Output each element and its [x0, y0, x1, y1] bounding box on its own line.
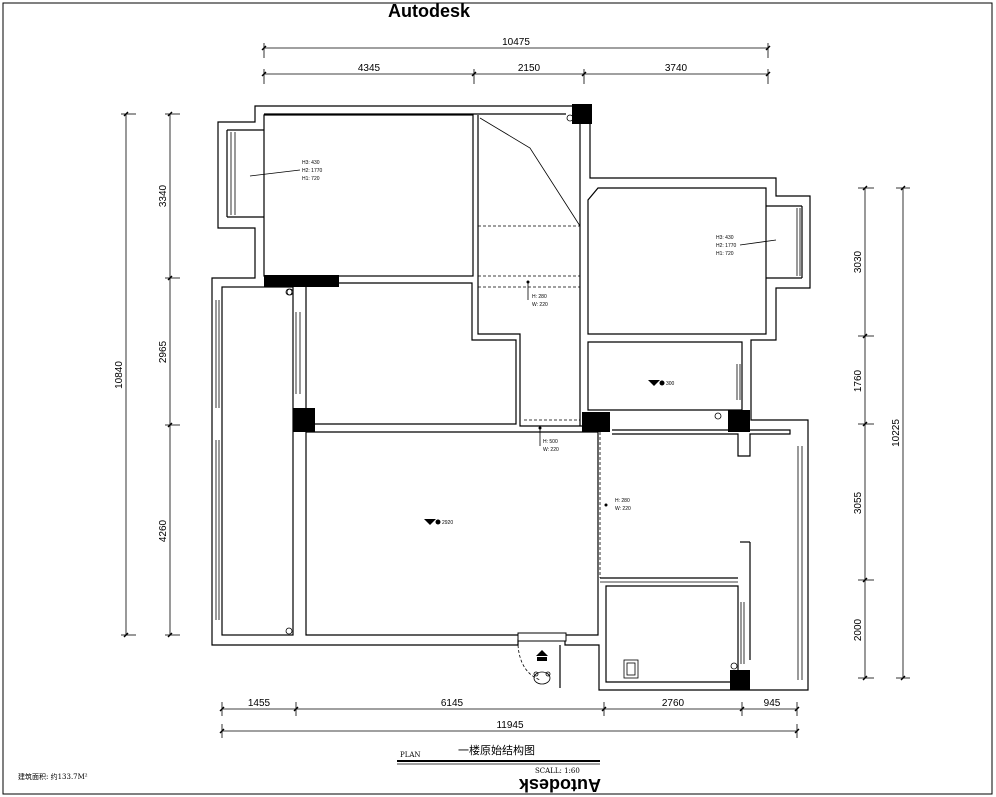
room-right [587, 187, 803, 335]
dim-bottom-seg-1: 1455 [248, 698, 271, 709]
dim-right-total: 10225 [891, 419, 902, 447]
structural-columns [264, 104, 750, 690]
right-dimension-lines [858, 185, 910, 681]
title-scale: SCALL: 1:60 [535, 767, 580, 775]
window-label-tl-h3: H3: 430 [302, 160, 320, 166]
dim-top-seg-1: 4345 [358, 63, 381, 74]
entrance-door [517, 632, 567, 688]
area-note: 建筑面积: 约133.7M² [18, 772, 88, 781]
title-plan-label: PLAN [400, 751, 421, 759]
top-dimension-lines [261, 43, 771, 84]
dim-right-seg-4: 2000 [853, 618, 864, 641]
kitchen [587, 341, 743, 420]
dim-left-total: 10840 [114, 361, 125, 389]
dim-left-seg-3: 4260 [158, 519, 169, 542]
dim-right-seg-1: 3030 [853, 250, 864, 273]
room-top-left [226, 114, 474, 277]
dim-top-seg-3: 3740 [665, 63, 688, 74]
bathroom [605, 541, 751, 683]
stair-area [477, 115, 592, 427]
dim-left-seg-1: 3340 [158, 184, 169, 207]
dim-bottom-seg-4: 945 [764, 698, 781, 709]
dim-bottom-total: 11945 [496, 720, 524, 731]
opening-hall-h: H: 280 [532, 294, 547, 300]
window-label-tl-h2: H2: 1770 [302, 168, 323, 174]
left-dimension-lines [121, 111, 180, 638]
dining-area [600, 429, 803, 680]
level-living-text: 2920 [442, 520, 453, 526]
level-mark-kitchen: 300 [648, 380, 675, 387]
outer-walls [211, 105, 811, 691]
window-label-r-h1: H1: 720 [716, 251, 734, 257]
opening-dining-w: W: 220 [615, 506, 631, 512]
level-kitchen-text: 300 [666, 381, 675, 387]
opening-living-w: W: 220 [543, 447, 559, 453]
window-label-r-h2: H2: 1770 [716, 243, 737, 249]
dim-bottom-seg-2: 6145 [441, 698, 464, 709]
level-mark-living: 2920 [424, 519, 453, 526]
opening-living-h: H: 500 [543, 439, 558, 445]
title-block [397, 760, 600, 765]
watermark-top: Autodesk [388, 1, 471, 21]
room-middle [295, 282, 517, 425]
room-left-bedroom [215, 286, 294, 636]
opening-hall-w: W: 220 [532, 302, 548, 308]
opening-dining-h: H: 280 [615, 498, 630, 504]
dim-bottom-seg-3: 2760 [662, 698, 685, 709]
dim-right-seg-2: 1760 [853, 369, 864, 392]
title-main: 一楼原始结构图 [458, 743, 535, 757]
dim-right-seg-3: 3055 [853, 491, 864, 514]
window-label-r-h3: H3: 430 [716, 235, 734, 241]
dim-top-seg-2: 2150 [518, 63, 541, 74]
dim-top-total: 10475 [502, 37, 530, 48]
bottom-dimension-lines [219, 702, 800, 738]
window-label-tl-h1: H1: 720 [302, 176, 320, 182]
dim-left-seg-2: 2965 [158, 340, 169, 363]
living-room [305, 419, 601, 636]
